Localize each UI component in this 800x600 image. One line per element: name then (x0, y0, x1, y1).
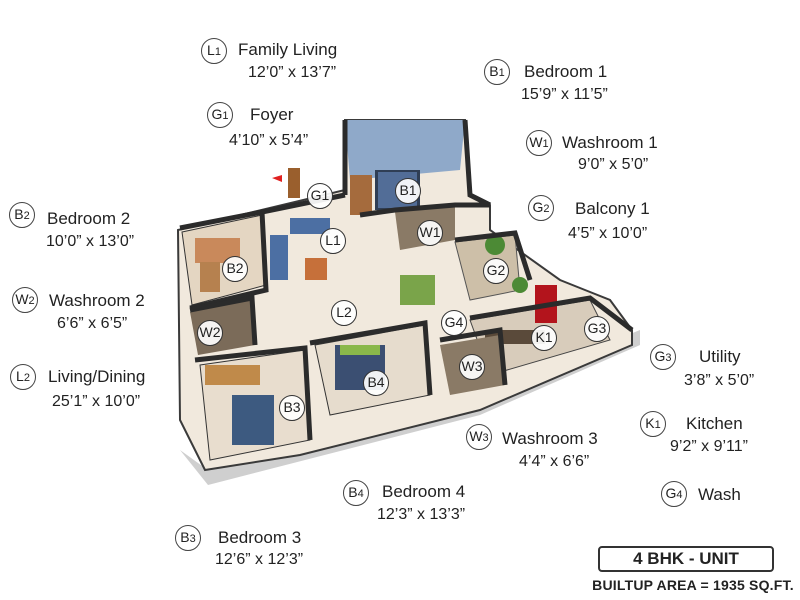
legend-name-washroom-2: Washroom 2 (49, 291, 145, 310)
legend-name-bedroom-1: Bedroom 1 (524, 62, 608, 81)
bedroom3-bed (232, 395, 274, 445)
entry-arrow-icon (272, 175, 282, 182)
legend-name-wash: Wash (698, 485, 741, 504)
legend-dims-washroom-3: 4’4” x 6’6” (519, 453, 590, 470)
plan-tag-b1: B1 (395, 178, 421, 204)
legend-name-kitchen: Kitchen (686, 414, 743, 433)
plan-tag-b2: B2 (222, 256, 248, 282)
interior-walls (179, 119, 634, 441)
bedroom2-rug (200, 262, 220, 292)
plan-tag-b3: B3 (279, 395, 305, 421)
legend-dims-kitchen: 9’2” x 9’11” (670, 438, 748, 455)
legend-dims-living-dining: 25’1” x 10’0” (52, 393, 141, 410)
legend-name-living-dining: Living/Dining (48, 367, 146, 386)
legend-name-utility: Utility (699, 347, 741, 366)
plan-tag-l1: L1 (320, 228, 346, 254)
legend-code-l2: L2 (10, 364, 36, 390)
builtup-area-text: BUILTUP AREA = 1935 SQ.FT. (592, 577, 794, 593)
legend-name-washroom-1: Washroom 1 (562, 133, 658, 152)
legend-dims-bedroom-4: 12’3” x 13’3” (377, 506, 466, 523)
plan-tag-g4: G4 (441, 310, 467, 336)
legend-dims-foyer: 4’10” x 5’4” (229, 132, 309, 149)
plan-tag-g3: G3 (584, 316, 610, 342)
plan-tag-w3: W3 (459, 354, 485, 380)
legend-code-g3: G3 (650, 344, 676, 370)
balcony-plant (485, 235, 505, 255)
legend-dims-bedroom-1: 15’9” x 11’5” (521, 86, 608, 103)
legend-code-k1: K1 (640, 411, 666, 437)
legend-code-b3: B3 (175, 525, 201, 551)
legend-dims-family-living: 12’0” x 13’7” (248, 64, 337, 81)
legend-code-w1: W1 (526, 130, 552, 156)
legend-code-b4: B4 (343, 480, 369, 506)
bedroom4-pillows (340, 345, 380, 355)
unit-type-badge: 4 BHK - UNIT (598, 546, 774, 572)
legend-dims-bedroom-2: 10’0” x 13’0” (46, 233, 135, 250)
plan-tag-l2: L2 (331, 300, 357, 326)
dining-table (400, 275, 435, 305)
plan-tag-b4: B4 (363, 370, 389, 396)
legend-code-g2: G2 (528, 195, 554, 221)
legend-dims-utility: 3’8” x 5’0” (684, 372, 755, 389)
legend-code-b1: B1 (484, 59, 510, 85)
bedroom3-wardrobe (205, 365, 260, 385)
legend-dims-washroom-2: 6’6” x 6’5” (57, 315, 128, 332)
legend-code-g4: G4 (661, 481, 687, 507)
legend-name-balcony-1: Balcony 1 (575, 199, 650, 218)
legend-dims-washroom-1: 9’0” x 5’0” (578, 156, 649, 173)
legend-name-family-living: Family Living (238, 40, 338, 59)
legend-dims-bedroom-3: 12’6” x 12’3” (215, 551, 304, 568)
family-sofa-top (290, 218, 330, 234)
legend-code-g1: G1 (207, 102, 233, 128)
plan-tag-w1: W1 (417, 220, 443, 246)
bedroom1-back-wall (345, 120, 465, 180)
family-sofa-left (270, 235, 288, 280)
legend-name-bedroom-4: Bedroom 4 (382, 482, 466, 501)
legend-code-l1: L1 (201, 38, 227, 64)
plan-tag-g1: G1 (307, 183, 333, 209)
legend-name-bedroom-2: Bedroom 2 (47, 209, 131, 228)
legend-code-w3: W3 (466, 424, 492, 450)
balcony-plant-2 (512, 277, 528, 293)
entry-door (288, 168, 300, 198)
legend-name-washroom-3: Washroom 3 (502, 429, 598, 448)
legend-code-w2: W2 (12, 287, 38, 313)
plan-tag-w2: W2 (197, 320, 223, 346)
legend-dims-balcony-1: 4’5” x 10’0” (568, 225, 648, 242)
family-table (305, 258, 327, 280)
bedroom1-wardrobe (350, 175, 372, 215)
legend-name-foyer: Foyer (250, 105, 294, 124)
legend-code-b2: B2 (9, 202, 35, 228)
plan-tag-g2: G2 (483, 258, 509, 284)
plan-tag-k1: K1 (531, 325, 557, 351)
legend-name-bedroom-3: Bedroom 3 (218, 528, 302, 547)
